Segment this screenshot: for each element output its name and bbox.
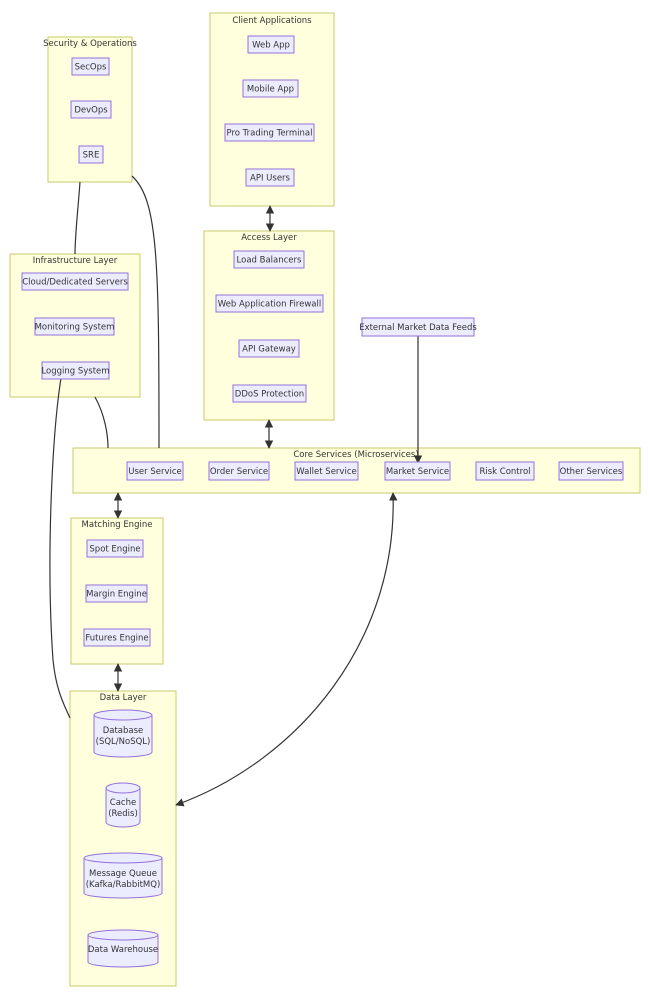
- node-web-app: Web App: [247, 35, 295, 54]
- group-title-matching: Matching Engine: [82, 520, 153, 530]
- svg-text:Web Application Firewall: Web Application Firewall: [218, 300, 321, 310]
- svg-text:Message Queue: Message Queue: [89, 869, 157, 879]
- node-ddos-protection: DDoS Protection: [232, 384, 307, 403]
- node-database: Database (SQL/NoSQL): [93, 709, 153, 758]
- node-order-service: Order Service: [208, 461, 270, 481]
- svg-text:Cache: Cache: [110, 798, 136, 808]
- svg-text:Database: Database: [103, 726, 144, 736]
- svg-text:Cloud/Dedicated Servers: Cloud/Dedicated Servers: [22, 278, 128, 288]
- node-load-balancers: Load Balancers: [233, 250, 305, 269]
- node-data-warehouse: Data Warehouse: [87, 929, 159, 968]
- node-monitoring-system: Monitoring System: [34, 317, 115, 336]
- group-title-core: Core Services (Microservices): [293, 450, 418, 460]
- svg-text:DevOps: DevOps: [74, 106, 108, 116]
- node-market-service: Market Service: [384, 461, 451, 481]
- node-futures-engine: Futures Engine: [83, 628, 151, 647]
- svg-text:Market Service: Market Service: [386, 467, 449, 477]
- svg-text:Spot Engine: Spot Engine: [89, 545, 140, 555]
- node-other-services: Other Services: [558, 461, 624, 481]
- svg-text:(Redis): (Redis): [108, 809, 138, 819]
- svg-text:Load Balancers: Load Balancers: [237, 256, 302, 266]
- svg-text:(Kafka/RabbitMQ): (Kafka/RabbitMQ): [86, 880, 161, 890]
- edge-market-cache: [175, 492, 398, 807]
- group-title-access: Access Layer: [241, 233, 297, 243]
- edge-security-infra: [74, 181, 81, 255]
- edge-security-core: [131, 175, 160, 449]
- svg-text:Risk Control: Risk Control: [479, 467, 530, 477]
- node-cache: Cache (Redis): [105, 782, 141, 828]
- svg-text:User Service: User Service: [128, 467, 182, 477]
- svg-text:Web App: Web App: [252, 41, 290, 51]
- svg-text:External Market Data Feeds: External Market Data Feeds: [359, 323, 477, 333]
- node-api-users: API Users: [245, 168, 295, 187]
- svg-text:DDoS Protection: DDoS Protection: [235, 390, 304, 400]
- node-margin-engine: Margin Engine: [85, 584, 148, 603]
- node-cloud-dedicated-servers: Cloud/Dedicated Servers: [21, 272, 129, 291]
- group-title-infra: Infrastructure Layer: [33, 256, 118, 266]
- svg-text:Margin Engine: Margin Engine: [86, 590, 147, 600]
- node-spot-engine: Spot Engine: [86, 539, 144, 558]
- node-wallet-service: Wallet Service: [294, 461, 359, 481]
- node-pro-trading-terminal: Pro Trading Terminal: [224, 123, 315, 142]
- node-risk-control: Risk Control: [475, 461, 535, 481]
- svg-text:API Gateway: API Gateway: [242, 345, 296, 355]
- node-mobile-app: Mobile App: [242, 79, 299, 98]
- node-sre: SRE: [78, 145, 104, 164]
- svg-text:(SQL/NoSQL): (SQL/NoSQL): [96, 737, 151, 747]
- node-message-queue: Message Queue (Kafka/RabbitMQ): [83, 852, 163, 899]
- node-devops: DevOps: [70, 100, 112, 119]
- node-web-application-firewall: Web Application Firewall: [215, 294, 324, 313]
- svg-text:Pro Trading Terminal: Pro Trading Terminal: [227, 129, 313, 139]
- group-title-security: Security & Operations: [43, 39, 137, 49]
- svg-text:Data Warehouse: Data Warehouse: [88, 945, 158, 955]
- svg-text:Futures Engine: Futures Engine: [85, 634, 148, 644]
- svg-text:Monitoring System: Monitoring System: [35, 323, 115, 333]
- group-title-client: Client Applications: [232, 16, 312, 26]
- svg-text:Order Service: Order Service: [210, 467, 268, 477]
- svg-text:API Users: API Users: [250, 174, 291, 184]
- group-title-data: Data Layer: [100, 693, 147, 703]
- edge-infra-core: [94, 396, 109, 449]
- svg-text:SecOps: SecOps: [75, 63, 107, 73]
- node-user-service: User Service: [126, 461, 184, 481]
- svg-text:Other Services: Other Services: [560, 467, 623, 477]
- svg-text:Logging System: Logging System: [41, 367, 109, 377]
- svg-text:Mobile App: Mobile App: [247, 85, 294, 95]
- node-logging-system: Logging System: [41, 361, 110, 380]
- edge-infra-data: [49, 371, 71, 719]
- svg-text:SRE: SRE: [83, 151, 100, 161]
- node-external-market-data-feeds: External Market Data Feeds: [359, 317, 477, 337]
- svg-text:Wallet Service: Wallet Service: [296, 467, 356, 477]
- edges: [49, 175, 423, 807]
- node-api-gateway: API Gateway: [238, 339, 300, 358]
- node-secops: SecOps: [71, 57, 110, 76]
